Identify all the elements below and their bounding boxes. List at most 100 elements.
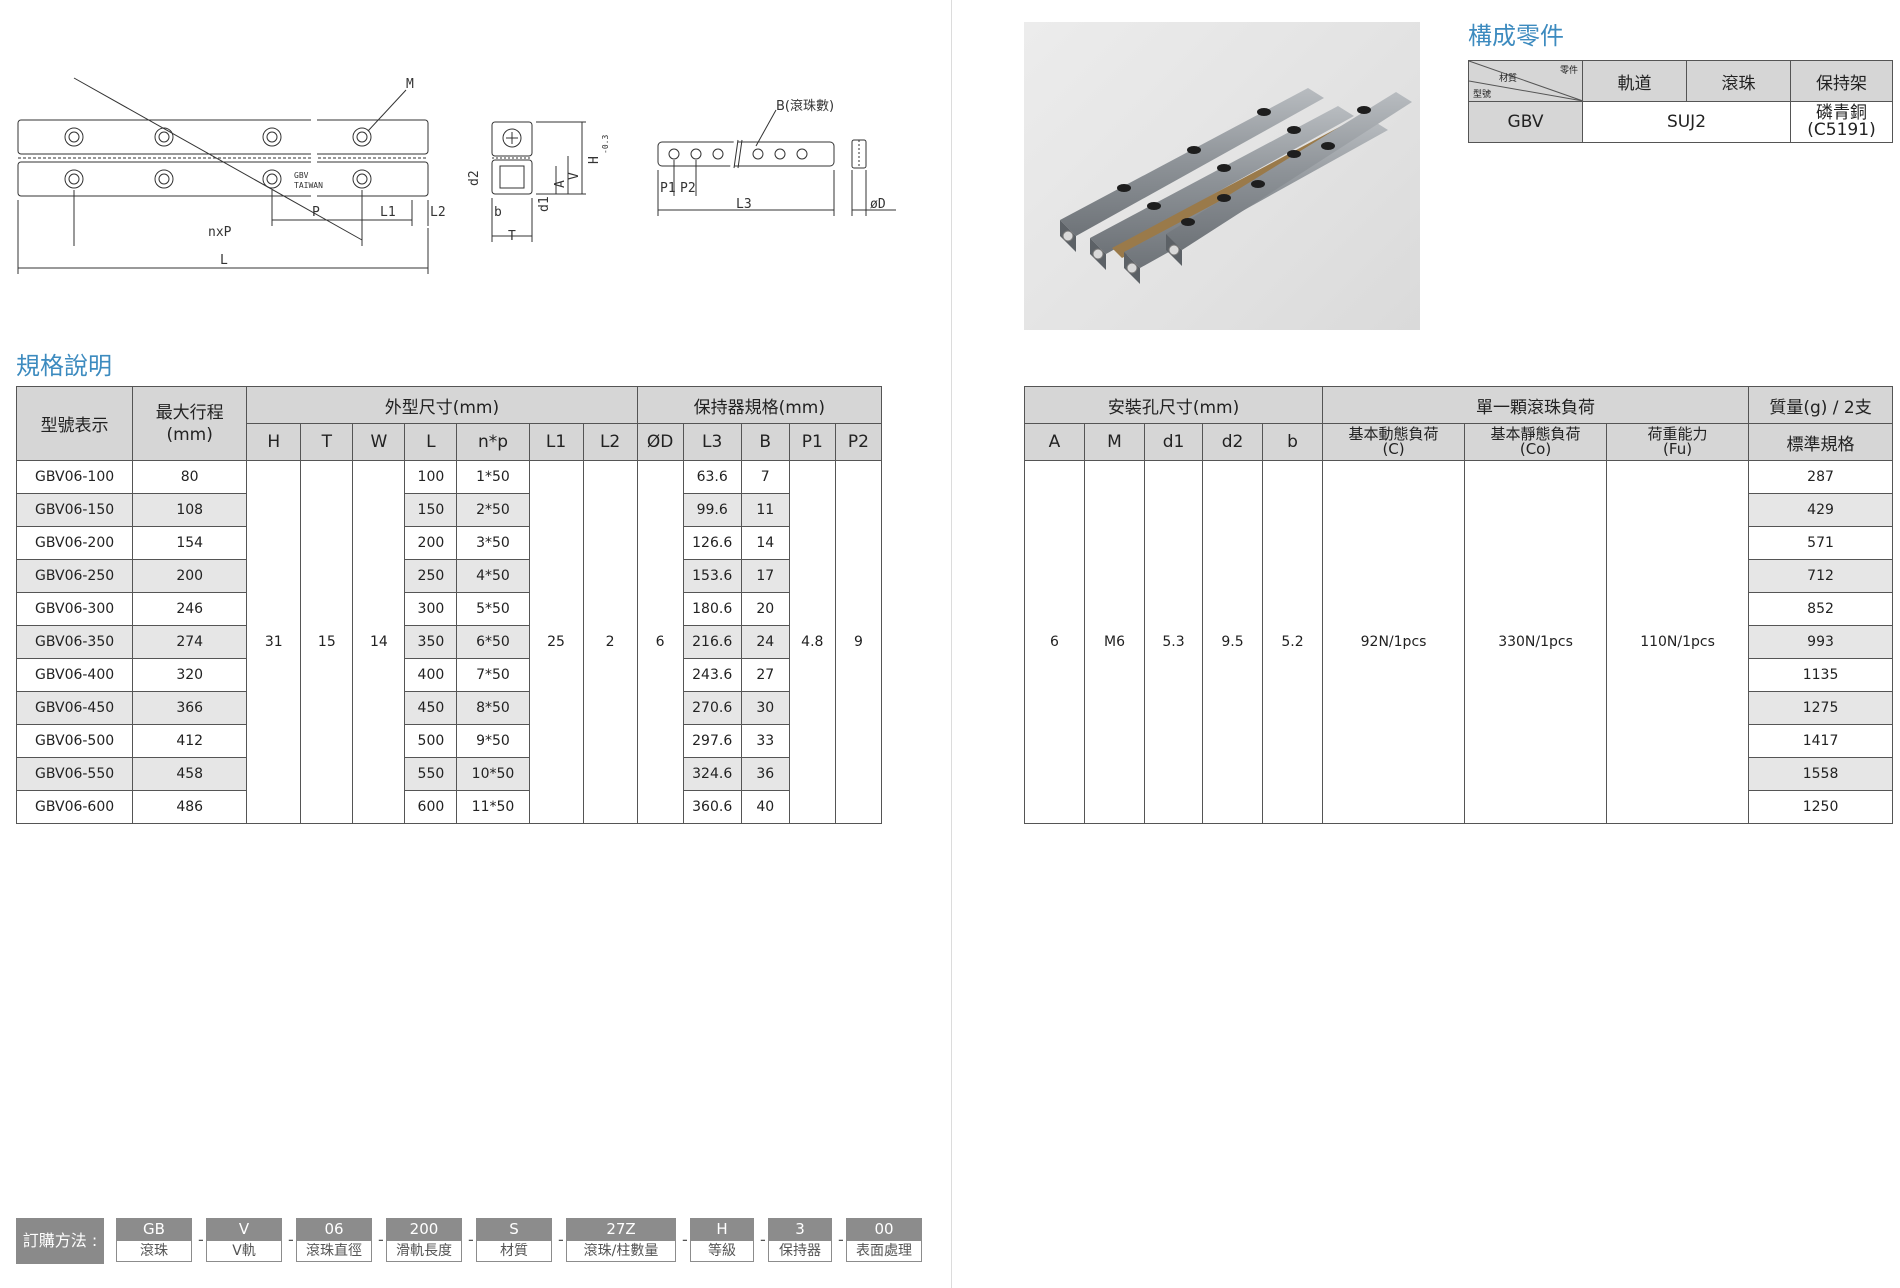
- label-t: T: [508, 229, 516, 244]
- cell-l: 450: [404, 691, 458, 725]
- mass-row: 993: [1025, 625, 1894, 659]
- cell-m: M6: [1084, 460, 1145, 824]
- parts-cage-material-line2: (C5191): [1807, 120, 1876, 140]
- label-p: P: [312, 205, 320, 220]
- cell-w: 14: [352, 460, 406, 824]
- label-od: øD: [870, 197, 886, 212]
- col-static-load-line1: 基本靜態負荷: [1490, 425, 1581, 443]
- cell-model: GBV06-600: [15, 790, 134, 824]
- cell-l3: 63.6: [682, 460, 742, 494]
- group-mass: 質量(g) / 2支: [1748, 386, 1894, 424]
- cell-l: 200: [404, 526, 458, 560]
- cell-l: 350: [404, 625, 458, 659]
- cell-l3: 297.6: [682, 724, 742, 758]
- order-label: 訂購方法 :: [16, 1218, 104, 1264]
- cell-t: 15: [300, 460, 354, 824]
- label-h-tol: -0.3: [601, 135, 610, 154]
- order-code-desc: 材質: [476, 1240, 552, 1262]
- parts-header-rail: 軌道: [1582, 60, 1687, 102]
- parts-cage-material: 磷青銅 (C5191): [1790, 101, 1893, 143]
- parts-title: 構成零件: [1468, 22, 1564, 50]
- order-code-value: H: [690, 1218, 754, 1240]
- col-l1: L1: [528, 423, 584, 461]
- order-code-value: GB: [116, 1218, 192, 1240]
- col-model: 型號表示: [15, 386, 134, 461]
- cell-mass: 1558: [1748, 757, 1894, 791]
- cell-model: GBV06-450: [15, 691, 134, 725]
- cell-p1: 4.8: [788, 460, 836, 824]
- cell-model: GBV06-550: [15, 757, 134, 791]
- cell-mass: 1275: [1748, 691, 1894, 725]
- col-load-capacity-line1: 荷重能力: [1647, 425, 1708, 443]
- col-b: B: [740, 423, 790, 461]
- cell-stroke: 154: [132, 526, 248, 560]
- col-m: M: [1084, 423, 1145, 461]
- col-w: W: [352, 423, 406, 461]
- group-mount-holes: 安裝孔尺寸(mm): [1023, 386, 1324, 424]
- order-code-value: V: [206, 1218, 282, 1240]
- cell-mass: 993: [1748, 625, 1894, 659]
- cell-l: 150: [404, 493, 458, 527]
- cell-fu: 110N/1pcs: [1606, 460, 1750, 824]
- cell-l3: 216.6: [682, 625, 742, 659]
- label-l1: L1: [380, 205, 396, 220]
- cell-l3: 360.6: [682, 790, 742, 824]
- cell-stroke: 412: [132, 724, 248, 758]
- product-photo: [1024, 22, 1420, 330]
- cell-stroke: 320: [132, 658, 248, 692]
- order-separator: -: [558, 1230, 564, 1249]
- col-load-capacity: 荷重能力 (Fu): [1606, 423, 1750, 461]
- label-l: L: [220, 253, 228, 268]
- label-d2: d2: [467, 170, 482, 186]
- cell-l: 400: [404, 658, 458, 692]
- col-stroke-line1: 最大行程: [155, 402, 224, 423]
- cell-model: GBV06-200: [15, 526, 134, 560]
- mass-row: 429: [1025, 493, 1894, 527]
- spec-table-left: 型號表示 最大行程 (mm) 外型尺寸(mm) 保持器規格(mm) H T W …: [15, 386, 883, 824]
- cell-l3: 126.6: [682, 526, 742, 560]
- order-separator: -: [468, 1230, 474, 1249]
- cell-b: 24: [740, 625, 790, 659]
- col-p2: P2: [834, 423, 883, 461]
- order-code-desc: 滾珠直徑: [296, 1240, 372, 1262]
- label-p1: P1: [660, 181, 676, 196]
- order-code-desc: 滑軌長度: [386, 1240, 462, 1262]
- col-b-hole: b: [1261, 423, 1324, 461]
- order-code-desc: 滾珠: [116, 1240, 192, 1262]
- cell-np: 3*50: [456, 526, 530, 560]
- cell-l: 250: [404, 559, 458, 593]
- cell-d2: 9.5: [1202, 460, 1263, 824]
- cell-mass: 712: [1748, 559, 1894, 593]
- cell-np: 9*50: [456, 724, 530, 758]
- cell-l3: 243.6: [682, 658, 742, 692]
- parts-corner-header: 零件 材質 型號: [1468, 60, 1584, 102]
- cell-b: 17: [740, 559, 790, 593]
- cell-np: 11*50: [456, 790, 530, 824]
- mass-row: 1558: [1025, 757, 1894, 791]
- order-code-desc: 等級: [690, 1240, 754, 1262]
- group-ball-load: 單一顆滾珠負荷: [1322, 386, 1750, 424]
- cell-mass: 287: [1748, 460, 1894, 494]
- label-ball-count: B(滾珠數): [776, 99, 834, 114]
- cell-np: 4*50: [456, 559, 530, 593]
- label-l2: L2: [430, 205, 446, 220]
- mass-row: 1135: [1025, 658, 1894, 692]
- cell-np: 1*50: [456, 460, 530, 494]
- mass-row: 1250: [1025, 790, 1894, 824]
- col-l: L: [404, 423, 458, 461]
- col-a: A: [1024, 423, 1085, 461]
- cell-b: 33: [740, 724, 790, 758]
- mass-row: 1417: [1025, 724, 1894, 758]
